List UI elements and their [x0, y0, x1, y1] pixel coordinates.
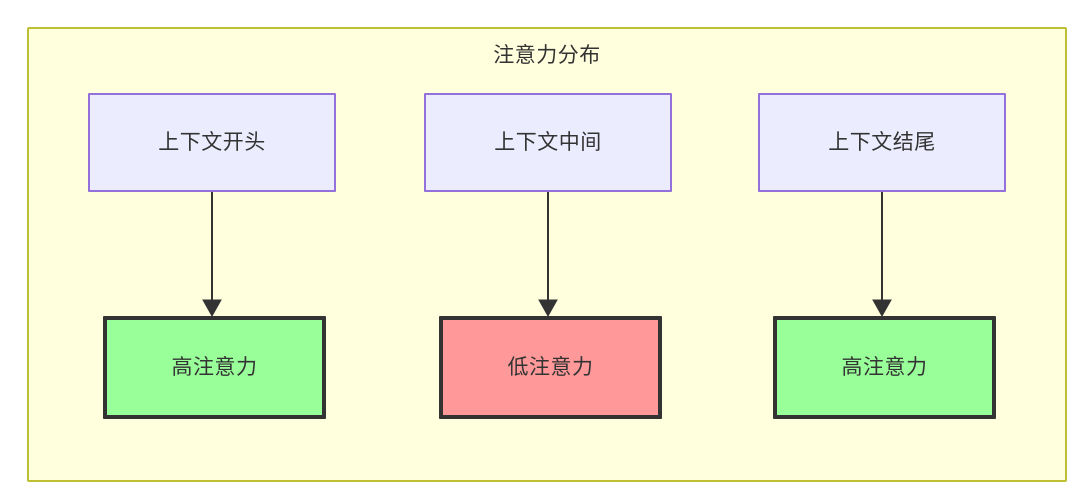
subgraph-title: 注意力分布 [493, 44, 601, 67]
node-context-end[interactable]: 上下文结尾 [758, 93, 1006, 192]
node-label: 低注意力 [507, 355, 594, 379]
node-label: 上下文结尾 [828, 130, 936, 154]
node-label: 上下文开头 [158, 130, 266, 154]
node-high-attention-beginning[interactable]: 高注意力 [103, 316, 326, 419]
node-context-middle[interactable]: 上下文中间 [424, 93, 672, 192]
node-context-beginning[interactable]: 上下文开头 [88, 93, 336, 192]
node-label: 高注意力 [171, 355, 258, 379]
node-label: 上下文中间 [494, 130, 602, 154]
node-high-attention-end[interactable]: 高注意力 [773, 316, 996, 419]
node-label: 高注意力 [841, 355, 928, 379]
node-low-attention-middle[interactable]: 低注意力 [439, 316, 662, 419]
